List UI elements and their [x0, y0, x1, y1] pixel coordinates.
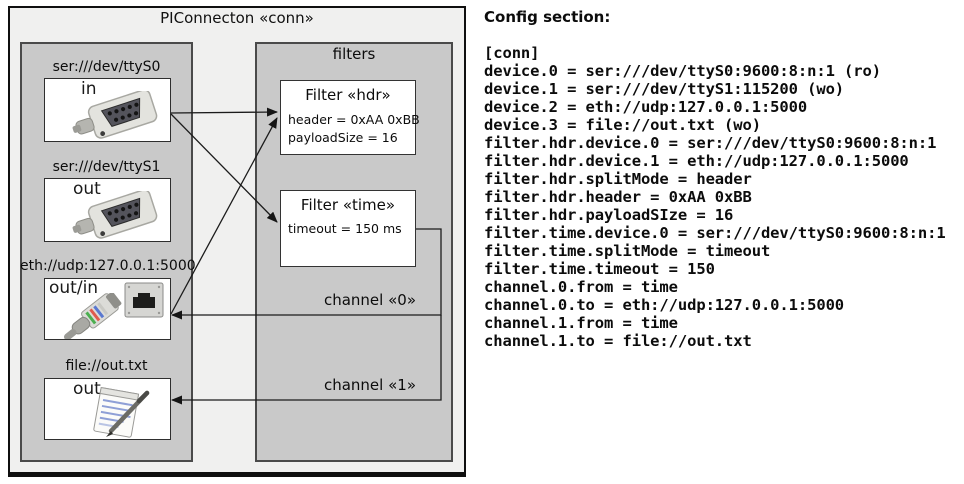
- filters-panel-title: filters: [332, 45, 376, 63]
- config-line: filter.hdr.device.1 = eth://udp:127.0.0.…: [484, 152, 909, 170]
- channel-0-label: channel «0»: [323, 291, 416, 309]
- config-line: filter.time.timeout = 150: [484, 260, 715, 278]
- device-uri-ttys0: ser:///dev/ttyS0: [52, 59, 161, 75]
- ethernet-jack-photo-icon: [124, 282, 164, 318]
- serial-db9-connector-photo-icon: [72, 191, 158, 239]
- device-uri-ttys1: ser:///dev/ttyS1: [52, 159, 161, 175]
- config-line: filter.hdr.splitMode = header: [484, 170, 752, 188]
- filter-time-title: Filter «time»: [300, 196, 396, 214]
- device-mode-label: out: [73, 379, 101, 399]
- filter-hdr-title: Filter «hdr»: [305, 86, 391, 104]
- ethernet-plug-photo-icon: [64, 293, 122, 339]
- config-line: device.3 = file://out.txt (wo): [484, 116, 761, 134]
- device-uri-file: file://out.txt: [65, 358, 148, 374]
- config-line: filter.time.splitMode = timeout: [484, 242, 771, 260]
- device-mode-label: out/in: [49, 278, 99, 298]
- config-line: filter.hdr.payloadSIze = 16: [484, 206, 734, 224]
- device-box-eth: out/in: [44, 278, 171, 340]
- config-line: device.2 = eth://udp:127.0.0.1:5000: [484, 98, 808, 116]
- serial-db9-connector-photo-icon: [72, 91, 158, 139]
- filter-hdr-box: Filter «hdr» header = 0xAA 0xBB payloadS…: [280, 80, 420, 155]
- device-box-ttys0: in: [44, 78, 171, 142]
- config-line: [conn]: [484, 44, 540, 62]
- config-section-heading: Config section:: [484, 8, 611, 26]
- filter-hdr-param-header: header = 0xAA 0xBB: [288, 112, 420, 127]
- config-line: filter.hdr.device.0 = ser:///dev/ttyS0:9…: [484, 134, 937, 152]
- device-uri-eth: eth://udp:127.0.0.1:5000: [20, 258, 196, 274]
- device-box-file: out: [44, 378, 171, 440]
- config-line: channel.1.to = file://out.txt: [484, 332, 752, 350]
- device-mode-label: out: [73, 179, 101, 199]
- config-line: device.0 = ser:///dev/ttyS0:9600:8:n:1 (…: [484, 62, 881, 80]
- device-mode-label: in: [81, 79, 97, 99]
- config-line: device.1 = ser:///dev/ttyS1:115200 (wo): [484, 80, 845, 98]
- config-line: channel.0.from = time: [484, 278, 678, 296]
- notepad-pen-photo-icon: [93, 387, 150, 438]
- filter-hdr-param-payloadsize: payloadSize = 16: [288, 130, 398, 145]
- config-line: channel.0.to = eth://udp:127.0.0.1:5000: [484, 296, 845, 314]
- config-text-block: [conn] device.0 = ser:///dev/ttyS0:9600:…: [484, 44, 946, 350]
- config-line: filter.time.device.0 = ser:///dev/ttyS0:…: [484, 224, 946, 242]
- config-line: channel.1.from = time: [484, 314, 678, 332]
- channel-1-label: channel «1»: [323, 376, 416, 394]
- device-box-ttys1: out: [44, 178, 171, 242]
- config-line: filter.hdr.header = 0xAA 0xBB: [484, 188, 752, 206]
- diagram-title: PIConnecton «conn»: [160, 9, 314, 27]
- filter-time-box: Filter «time» timeout = 150 ms: [280, 190, 416, 267]
- filter-time-param-timeout: timeout = 150 ms: [288, 221, 402, 236]
